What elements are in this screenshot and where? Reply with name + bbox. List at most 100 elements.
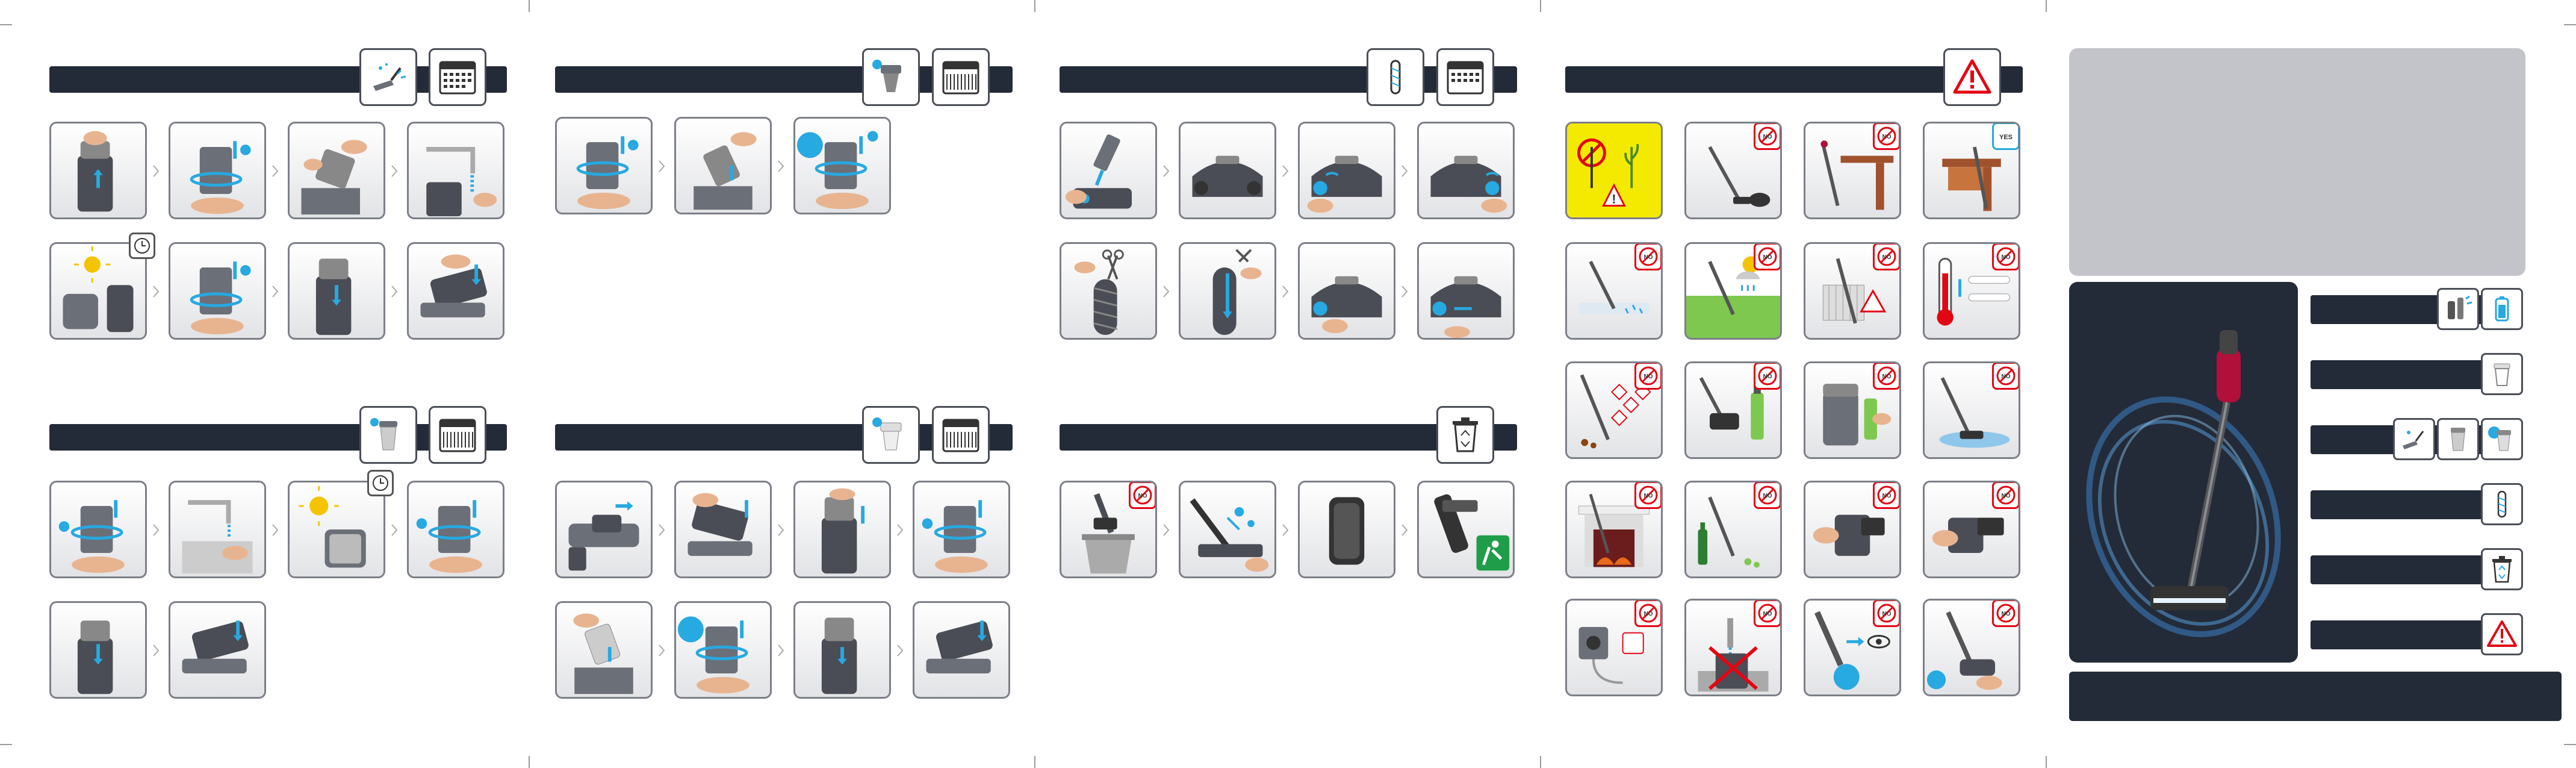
chevron-right-icon [152,284,160,299]
calendar-icon [932,48,990,106]
svg-text:NO: NO [2002,493,2011,499]
no-badge: NO [1634,601,1661,627]
calendar-icon [429,406,486,464]
warning-tile: NO [1804,122,1901,219]
warning-tile: YES [1923,122,2020,219]
step-tile [1417,122,1515,219]
chevron-right-icon [896,523,904,537]
step-tile [674,117,772,214]
warning-tile: NO [1923,481,2020,578]
no-badge: NO [1873,363,1899,390]
filter-foam-icon [2437,418,2479,460]
warning-tile: ! [1565,122,1663,219]
filter-foam-icon [359,406,417,464]
clock-icon [367,470,394,496]
no-badge: NO [1873,482,1899,509]
svg-text:NO: NO [1644,493,1653,499]
chevron-right-icon [777,159,785,173]
svg-text:NO: NO [1763,373,1772,380]
calendar-icon [1436,48,1494,106]
step-tile [169,601,266,699]
brush-cleaning-icon [359,48,417,106]
no-badge: NO [1754,482,1780,509]
no-badge: NO [1634,482,1661,509]
brush-cleaning-icon [2393,418,2435,460]
chevron-right-icon [1400,284,1409,299]
no-badge: NO [1129,482,1155,509]
chevron-right-icon [390,523,399,537]
svg-text:NO: NO [2002,373,2011,380]
warning-icon [1943,48,2001,106]
no-badge: NO [1992,244,2019,270]
svg-text:NO: NO [1644,373,1653,380]
filter-cup-icon [2481,418,2523,460]
chevron-right-icon [271,164,279,178]
step-tile [1060,122,1157,219]
chevron-right-icon [1162,164,1170,178]
product-image-panel [2069,282,2298,663]
chevron-right-icon [271,523,279,537]
no-badge: NO [1634,244,1661,270]
no-badge: NO [1754,601,1780,627]
step-tile [288,481,385,578]
svg-text:NO: NO [2002,611,2011,617]
step-tile [1179,242,1276,340]
yes-badge: YES [1992,123,2019,150]
step-tile [793,601,891,699]
no-badge: NO [1634,363,1661,390]
svg-text:NO: NO [1763,134,1772,140]
no-badge: NO [1754,123,1780,150]
chevron-right-icon [1400,164,1409,178]
no-badge: NO [1754,244,1780,270]
step-tile [169,122,266,219]
step-tile: NO [1060,481,1157,578]
brush-roller-icon [1367,48,1424,106]
svg-text:NO: NO [1644,254,1653,261]
svg-text:NO: NO [1882,611,1892,617]
chevron-right-icon [657,643,666,658]
warning-tile: NO [1804,361,1901,459]
step-tile [555,481,653,578]
svg-text:NO: NO [1763,611,1772,617]
clock-icon [129,233,155,259]
warning-tile: NO [1684,242,1782,340]
calendar-icon [429,48,486,106]
chevron-right-icon [896,643,904,658]
battery-icon [2481,288,2523,330]
cover-footer-bar [2069,672,2562,721]
warning-tile: NO [1565,242,1663,340]
step-tile [169,242,266,340]
chevron-right-icon [1400,523,1409,537]
feature-bar [2311,555,2485,584]
chevron-right-icon [777,643,785,658]
warning-tile: NO [1923,361,2020,459]
warning-icon [2481,613,2523,655]
no-badge: NO [1992,601,2019,627]
step-tile [407,242,504,340]
chevron-right-icon [1281,164,1290,178]
step-tile [1298,122,1395,219]
step-tile [913,601,1010,699]
chevron-right-icon [1281,284,1290,299]
svg-text:NO: NO [1644,611,1653,617]
chevron-right-icon [777,523,785,537]
step-tile [555,601,653,699]
recycle-bin-icon [2481,548,2523,590]
chevron-right-icon [390,164,399,178]
chevron-right-icon [657,523,666,537]
step-tile [1179,122,1276,219]
feature-bar [2311,360,2485,389]
no-badge: NO [1873,601,1899,627]
recycle-bin-icon [1436,406,1494,464]
filter-cup-icon [862,48,920,106]
step-tile [49,481,147,578]
no-badge: NO [1992,482,2019,509]
no-badge: NO [1873,244,1899,270]
filter-cup-icon [2481,353,2523,395]
svg-text:NO: NO [1138,493,1147,499]
warning-tile: NO [1565,361,1663,459]
step-tile [1417,481,1515,578]
warning-tile: NO [1684,481,1782,578]
step-tile [407,122,504,219]
svg-text:NO: NO [1882,493,1892,499]
